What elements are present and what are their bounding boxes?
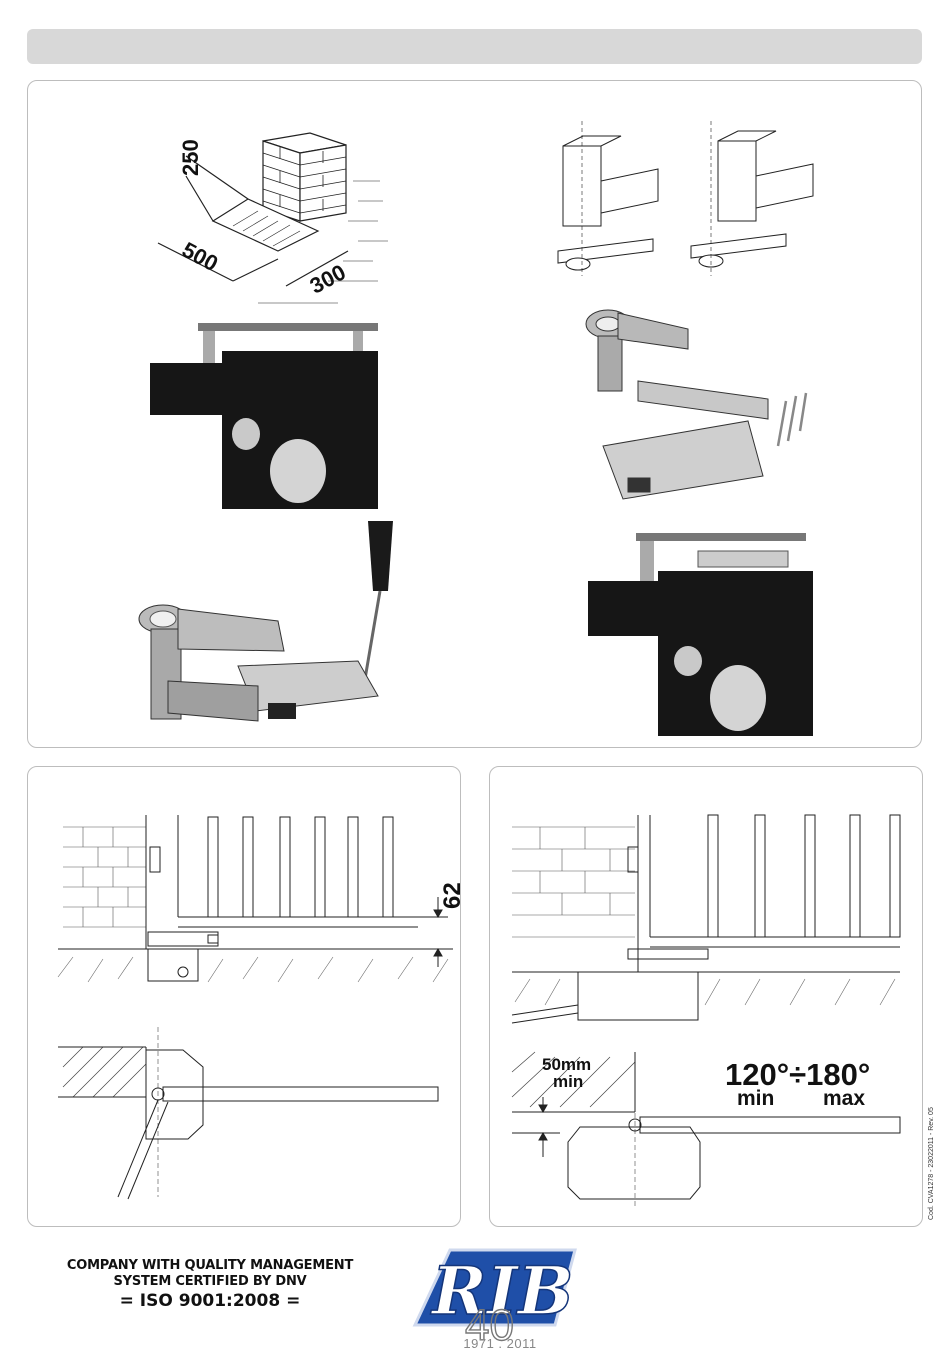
gate-elevation-panel-left: 62 [27,766,461,1227]
installation-steps-panel: 250 500 300 [27,80,922,748]
dim-length-label: 500 [178,237,222,276]
gate-elevation-diagram-left: 62 [28,767,460,1226]
quality-certification: COMPANY WITH QUALITY MANAGEMENT SYSTEM C… [60,1258,360,1312]
document-code: Cod. CVA1278 - 23022011 - Rev. 05 [928,1107,935,1220]
cert-line-2: SYSTEM CERTIFIED BY DNV [60,1274,360,1290]
lever-and-base-plate-photo [586,310,806,499]
screwdriver-fixing-photo [139,521,393,721]
dim-offset-label: 62 [439,882,466,909]
angle-min-label: min [737,1087,774,1110]
gate-elevation-diagram-right: 50mm min 120°÷180° min max [490,767,922,1226]
header-bar [27,29,922,64]
installation-illustrations: 250 500 300 [28,81,921,747]
foundation-box-photo [150,323,378,509]
logo-years: 1971 . 2011 [440,1336,560,1351]
logo-text: RIB [430,1252,574,1330]
angle-max-label: max [823,1087,865,1110]
gate-leaf-alignment-diagram [558,121,813,276]
cert-line-3: = ISO 9001:2008 = [60,1290,360,1312]
cert-line-1: COMPANY WITH QUALITY MANAGEMENT [60,1258,360,1274]
dim-min-distance-min-label: min [553,1072,583,1091]
dim-width-label: 300 [306,259,350,298]
gate-elevation-panel-right: 50mm min 120°÷180° min max [489,766,923,1227]
dim-height-label: 250 [178,139,203,176]
assembled-foundation-box-photo [588,533,813,736]
